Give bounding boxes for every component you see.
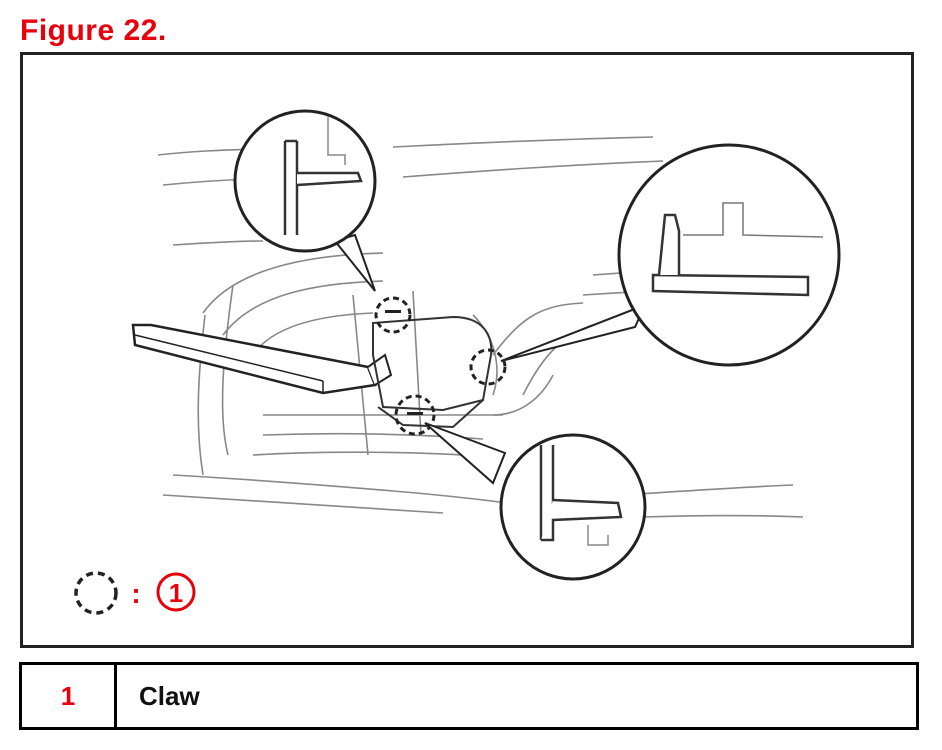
diagram-illustration: : 1	[74, 109, 841, 615]
dashed-circle-icon	[74, 571, 118, 615]
legend-separator: :	[131, 578, 140, 609]
zoom-bubble-top	[233, 109, 377, 292]
legend-symbol: : 1	[74, 571, 196, 615]
figure-title: Figure 22.	[20, 14, 167, 47]
trim-tool	[131, 323, 393, 395]
zoom-bubble-bottom	[424, 422, 647, 581]
claw-marker-details	[385, 310, 423, 415]
claw-marker-bottom	[394, 394, 436, 436]
claw-marker-top	[374, 296, 412, 334]
legend-callout-number: 1	[169, 578, 183, 608]
callout-circle-icon	[156, 572, 196, 612]
claw-marker-right	[469, 348, 507, 386]
legend-table: 1 Claw	[19, 662, 919, 730]
claw-markers	[374, 296, 507, 436]
zoom-bubble-right	[500, 143, 841, 367]
legend-row-number: 1	[22, 665, 117, 727]
legend-row-label: Claw	[139, 680, 200, 711]
figure-frame: : 1	[20, 52, 914, 648]
